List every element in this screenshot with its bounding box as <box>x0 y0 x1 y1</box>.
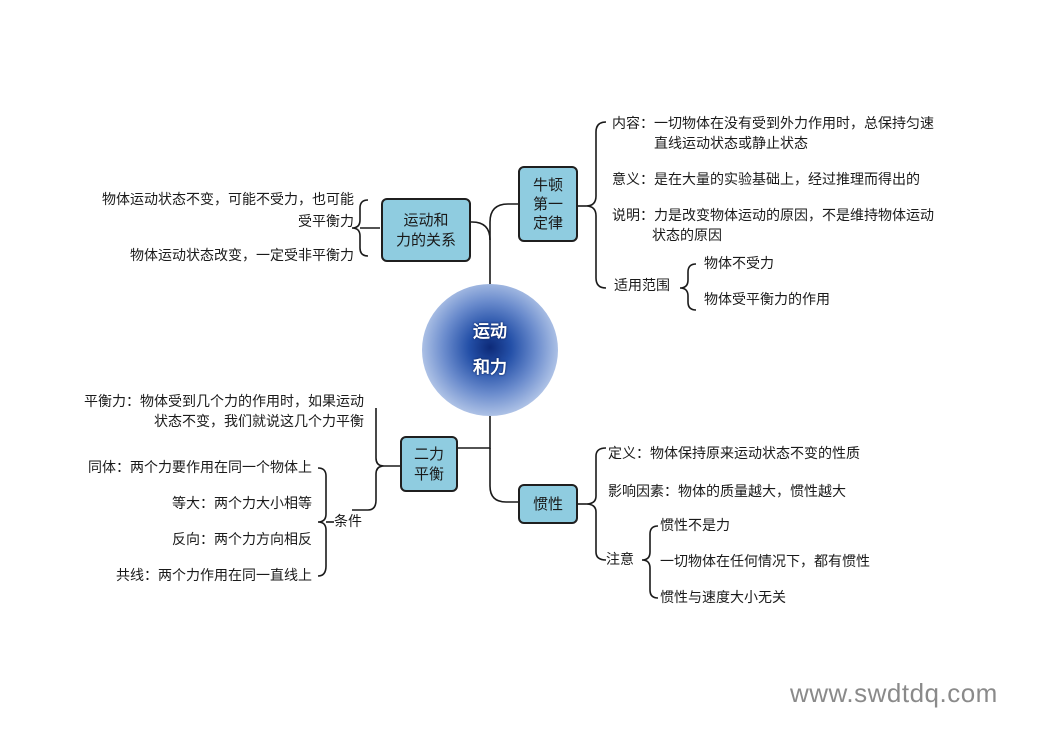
bracket-newton <box>585 121 607 289</box>
newton-scope-label: 适用范围 <box>614 278 670 294</box>
bracket-note <box>641 525 659 599</box>
newton-content-1: 内容：一切物体在没有受到外力作用时，总保持匀速 <box>612 116 934 132</box>
motion-force-item-2: 物体运动状态改变，一定受非平衡力 <box>130 248 354 264</box>
balance-conditions-label: 条件 <box>334 514 362 530</box>
center-line2: 和力 <box>473 358 507 378</box>
bracket-inertia <box>585 447 607 561</box>
inertia-label: 惯性 <box>532 495 563 513</box>
newton-content-2: 直线运动状态或静止状态 <box>654 136 808 152</box>
newton-explain-1: 说明：力是改变物体运动的原因，不是维持物体运动 <box>612 208 934 224</box>
balance-condition-3: 反向：两个力方向相反 <box>172 532 312 548</box>
newton-label-2: 第一 <box>532 194 563 213</box>
newton-scope-item-2: 物体受平衡力的作用 <box>704 292 830 308</box>
inertia-note-2: 一切物体在任何情况下，都有惯性 <box>660 554 870 570</box>
inertia-definition: 定义：物体保持原来运动状态不变的性质 <box>608 446 860 462</box>
connector-center-inertia <box>489 448 518 503</box>
balance-condition-1: 同体：两个力要作用在同一个物体上 <box>88 460 312 476</box>
bracket-balance <box>352 408 400 511</box>
inertia-note-1: 惯性不是力 <box>660 518 730 534</box>
center-line1: 运动 <box>473 322 507 342</box>
newton-label-3: 定律 <box>532 213 563 232</box>
watermark: www.swdtdq.com <box>790 678 998 708</box>
balance-def-1: 平衡力：物体受到几个力的作用时，如果运动 <box>84 394 364 410</box>
bracket-motion-force <box>351 199 369 257</box>
balance-label-1: 二力 <box>413 445 444 463</box>
balance-node: 二力 平衡 <box>400 436 458 492</box>
connector-center-bottom <box>458 416 491 449</box>
bracket-conditions <box>317 467 327 577</box>
newton-label-1: 牛顿 <box>532 175 563 194</box>
motion-force-label-1: 运动和 <box>403 211 449 229</box>
motion-force-label-2: 力的关系 <box>395 231 456 249</box>
inertia-node: 惯性 <box>518 484 578 524</box>
newton-meaning: 意义：是在大量的实验基础上，经过推理而得出的 <box>612 172 920 188</box>
connector-center-newton <box>489 203 518 240</box>
balance-condition-2: 等大：两个力大小相等 <box>172 496 312 512</box>
motion-force-item-1a: 物体运动状态不变，可能不受力，也可能 <box>102 192 354 208</box>
motion-force-item-1b: 受平衡力 <box>298 214 354 230</box>
newton-scope-item-1: 物体不受力 <box>704 256 774 272</box>
balance-condition-4: 共线：两个力作用在同一直线上 <box>116 568 312 584</box>
bracket-scope <box>679 263 697 311</box>
motion-force-node: 运动和 力的关系 <box>381 198 471 262</box>
inertia-note-3: 惯性与速度大小无关 <box>660 590 786 606</box>
newton-node: 牛顿 第一 定律 <box>518 166 578 242</box>
center-node: 运动 和力 <box>422 284 558 416</box>
inertia-note-label: 注意 <box>606 552 634 568</box>
connector-center-top <box>470 221 491 284</box>
inertia-factor: 影响因素：物体的质量越大，惯性越大 <box>608 484 846 500</box>
balance-label-2: 平衡 <box>413 465 444 483</box>
balance-def-2: 状态不变，我们就说这几个力平衡 <box>154 414 364 430</box>
newton-explain-2: 状态的原因 <box>652 228 722 244</box>
